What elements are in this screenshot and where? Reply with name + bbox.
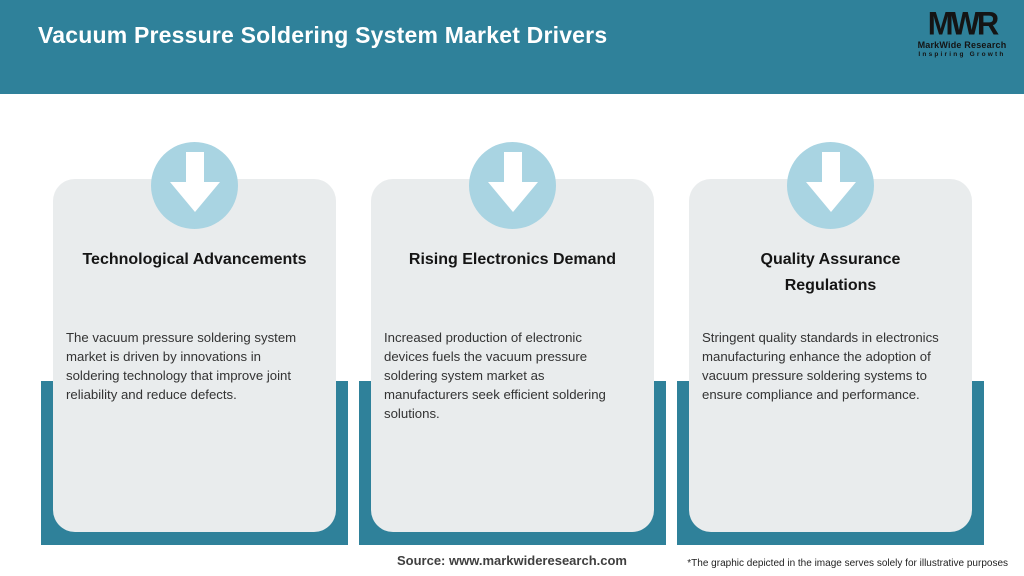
markwide-logo: MWR MarkWide Research Inspiring Growth bbox=[916, 5, 1008, 59]
card-description: Increased production of electronic devic… bbox=[384, 330, 606, 421]
card-description: The vacuum pressure soldering system mar… bbox=[66, 330, 297, 402]
card-panel: Technological Advancements The vacuum pr… bbox=[53, 179, 336, 532]
disclaimer-text: *The graphic depicted in the image serve… bbox=[687, 558, 1008, 569]
card-title: Quality Assurance Regulations bbox=[760, 251, 901, 294]
logo-monogram: MWR bbox=[927, 5, 999, 42]
down-arrow-icon bbox=[469, 142, 556, 229]
card-description: Stringent quality standards in electroni… bbox=[702, 330, 939, 402]
card-panel: Rising Electronics Demand Increased prod… bbox=[371, 179, 654, 532]
driver-card-rising-electronics-demand: Rising Electronics Demand Increased prod… bbox=[359, 142, 666, 548]
card-title: Technological Advancements bbox=[82, 251, 307, 268]
card-title: Rising Electronics Demand bbox=[408, 251, 617, 268]
down-arrow-icon bbox=[787, 142, 874, 229]
driver-card-quality-assurance-regulations: Quality Assurance Regulations Stringent … bbox=[677, 142, 984, 548]
page-title: Vacuum Pressure Soldering System Market … bbox=[38, 22, 608, 48]
logo-tagline: Inspiring Growth bbox=[918, 51, 1006, 58]
driver-card-technological-advancements: Technological Advancements The vacuum pr… bbox=[41, 142, 348, 548]
logo-name: MarkWide Research bbox=[917, 40, 1007, 50]
card-panel: Quality Assurance Regulations Stringent … bbox=[689, 179, 972, 532]
source-text: Source: www.markwideresearch.com bbox=[396, 553, 627, 568]
header-bar: Vacuum Pressure Soldering System Market … bbox=[0, 0, 1024, 94]
down-arrow-icon bbox=[151, 142, 238, 229]
